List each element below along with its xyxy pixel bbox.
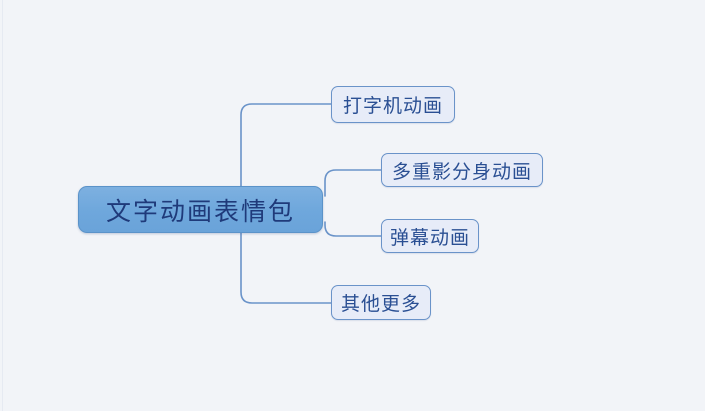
connector-root-to-child-4 — [240, 232, 332, 304]
mindmap-child-node-3[interactable]: 弹幕动画 — [381, 219, 479, 253]
mindmap-child-node-2[interactable]: 多重影分身动画 — [381, 153, 543, 187]
mindmap-root-node[interactable]: 文字动画表情包 — [78, 186, 323, 233]
mindmap-child-label-1: 打字机动画 — [342, 95, 443, 117]
connector-root-to-child-1 — [240, 103, 332, 187]
mindmap-root-label: 文字动画表情包 — [105, 196, 295, 226]
mindmap-child-node-1[interactable]: 打字机动画 — [331, 86, 455, 123]
connector-root-to-child-2 — [324, 169, 382, 197]
canvas-left-rule — [2, 0, 3, 411]
mindmap-child-label-2: 多重影分身动画 — [391, 160, 532, 183]
connector-root-to-child-3 — [324, 221, 382, 237]
mindmap-child-label-3: 弹幕动画 — [389, 226, 470, 249]
mindmap-child-label-4: 其他更多 — [340, 293, 421, 315]
mindmap-child-node-4[interactable]: 其他更多 — [331, 285, 431, 320]
